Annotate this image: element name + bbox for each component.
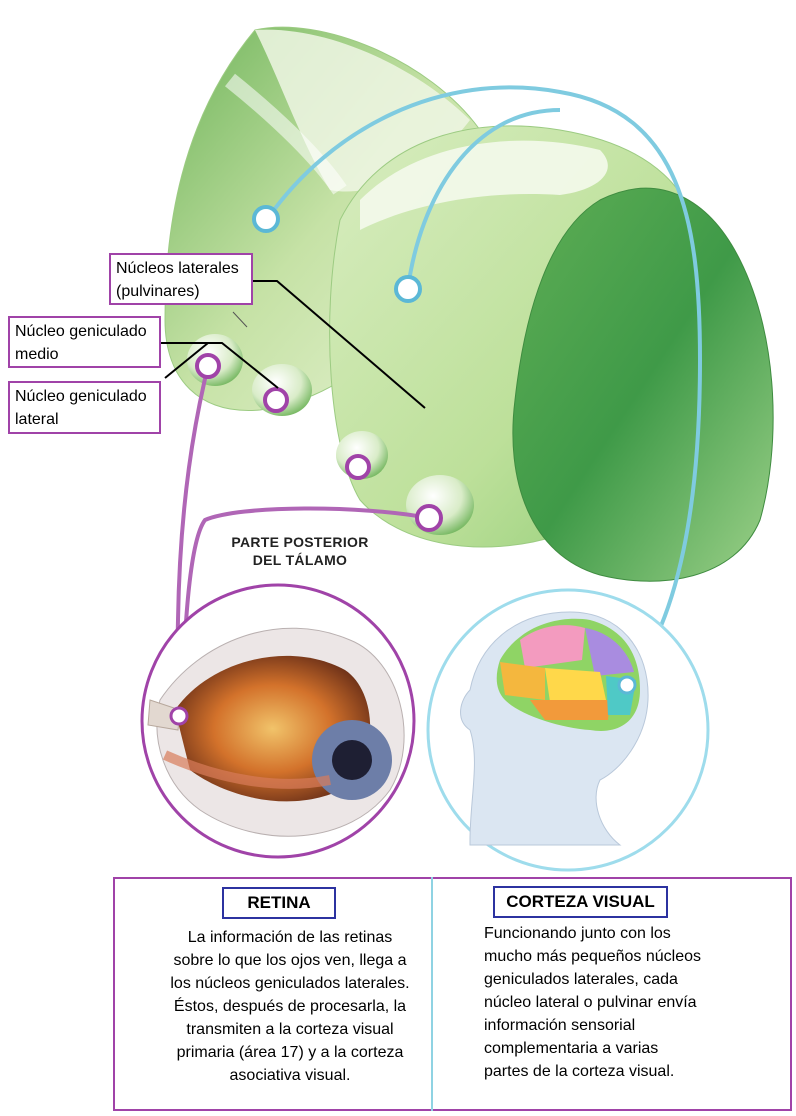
cortex-circle <box>426 588 710 872</box>
label-lateral-nuclei-pulvinar: Núcleos laterales (pulvinares) <box>109 253 253 305</box>
label-lateral-geniculate-nucleus: Núcleo geniculado lateral <box>8 381 161 434</box>
retina-marker <box>169 706 189 726</box>
visual-cortex-description: Funcionando junto con los mucho más pequ… <box>484 925 702 1080</box>
visual-cortex-title: CORTEZA VISUAL <box>493 886 668 918</box>
pathway-node-left <box>252 205 280 233</box>
thalamus-caption: PARTE POSTERIOR DEL TÁLAMO <box>231 534 369 568</box>
visual-cortex-marker <box>617 675 637 695</box>
pathway-node-right <box>394 275 422 303</box>
label-medial-geniculate-nucleus: Núcleo geniculado medio <box>8 316 161 368</box>
geniculate-markers <box>195 353 443 532</box>
retina-title: RETINA <box>222 887 336 919</box>
panel-divider <box>431 877 433 1111</box>
thalamus-illustration <box>140 26 774 872</box>
leader-lines <box>160 280 426 409</box>
cortex-pathways <box>266 85 703 687</box>
eye-circle <box>140 583 416 859</box>
pulvinar-nucleus <box>512 187 774 582</box>
retina-description: La información de las retinas sobre lo q… <box>170 929 410 1084</box>
